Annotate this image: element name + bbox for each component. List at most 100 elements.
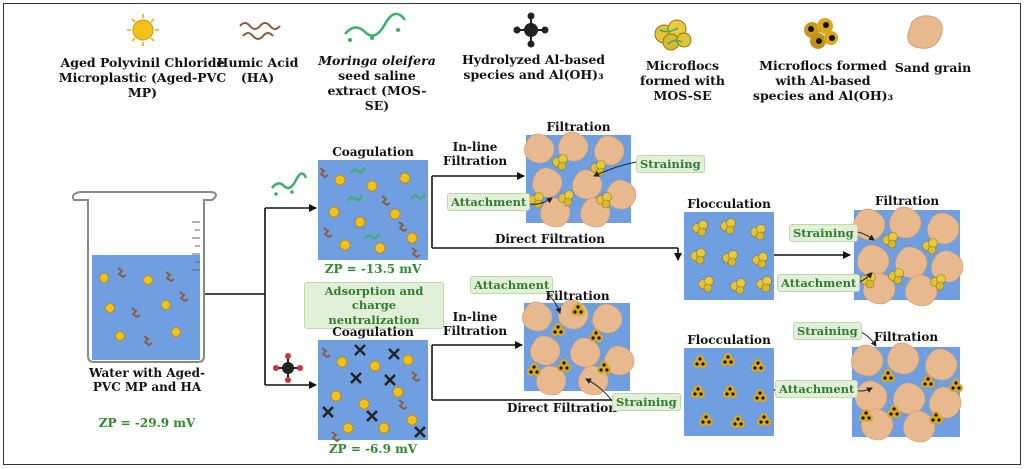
legend-sand-icon <box>907 15 943 49</box>
floc-core <box>931 418 935 422</box>
floc-top-title: Flocculation <box>687 197 771 211</box>
al-species <box>354 344 366 356</box>
pvc-particle <box>143 275 153 285</box>
humic-acid-strand <box>165 271 175 283</box>
sand-grain <box>524 133 555 164</box>
floc-al <box>929 411 943 424</box>
floc-core <box>701 362 705 366</box>
floc-core <box>553 330 557 334</box>
sand-grain <box>572 169 603 200</box>
bottom-direct-label: Direct Filtration <box>506 401 618 415</box>
pvc-particle <box>392 386 404 398</box>
pvc-particle <box>115 331 125 341</box>
floc-core <box>726 355 730 359</box>
straining-tag-2: Straining <box>789 224 858 243</box>
sand-grain <box>594 135 625 166</box>
pvc-particle <box>389 208 401 220</box>
sand-grain <box>887 342 920 375</box>
humic-acid-strand <box>411 247 421 259</box>
attachment-tag-1: Attachment <box>447 193 531 212</box>
floc-core <box>576 305 580 309</box>
floc-mos <box>552 154 568 171</box>
pvc-particle <box>171 327 181 337</box>
legend-floc-al-icon <box>804 18 838 49</box>
top-direct-label: Direct Filtration <box>494 232 606 246</box>
floc-core <box>594 331 598 335</box>
floc-al <box>921 375 935 388</box>
al-species <box>366 410 378 422</box>
sand-grain <box>570 337 601 368</box>
floc-core <box>923 382 927 386</box>
floc-core <box>731 392 735 396</box>
sand-grain <box>925 348 958 381</box>
floc-part <box>557 161 567 171</box>
mos-strand <box>350 166 366 174</box>
floc-mos <box>720 218 736 235</box>
floc-core <box>762 415 766 419</box>
floc-al <box>751 359 765 372</box>
floc-part <box>865 279 875 289</box>
pvc-particle <box>402 354 414 366</box>
legend-sand-label: Sand grain <box>894 60 972 75</box>
floc-mos <box>882 232 898 249</box>
floc-core <box>926 377 930 381</box>
floc-core <box>556 325 560 329</box>
floc-bottom-title: Flocculation <box>687 333 771 347</box>
floc-core <box>765 420 769 424</box>
attachment-tag-4: Attachment <box>775 380 859 399</box>
sand-grain <box>592 303 623 334</box>
floc-mos <box>722 250 738 267</box>
floc-core <box>934 413 938 417</box>
floc-core <box>529 370 533 374</box>
floc-mos <box>698 276 714 293</box>
floc-part <box>735 285 745 295</box>
straining-tag-3: Straining <box>612 393 681 412</box>
floc-core <box>725 392 729 396</box>
floc-core <box>701 420 705 424</box>
humic-acid-strand <box>381 195 391 207</box>
pvc-particle <box>399 172 411 184</box>
floc-mos <box>922 238 938 255</box>
mos-dose-icon <box>271 172 308 196</box>
floc-core <box>883 376 887 380</box>
pvc-particle <box>354 216 366 228</box>
sand-grain <box>851 344 884 377</box>
legend-mos-label: Moringa oleifera seed saline extract (MO… <box>318 53 436 113</box>
floc-al <box>691 385 705 398</box>
al-bond <box>366 410 378 422</box>
beaker-zp: ZP = -29.9 mV <box>98 416 196 430</box>
floc-core <box>699 392 703 396</box>
sand-grain <box>536 365 567 396</box>
legend-al-icon <box>513 12 549 48</box>
legend-mos-species: Moringa oleifera <box>318 53 436 68</box>
floc-core <box>602 363 606 367</box>
floc-core <box>565 366 569 370</box>
floc-core <box>756 361 760 365</box>
floc-core <box>937 418 941 422</box>
bottom-inline-label: In-line Filtration <box>442 310 508 339</box>
coag-top-title: Coagulation <box>332 145 414 159</box>
floc-core <box>886 371 890 375</box>
floc-part <box>727 257 737 267</box>
floc-al <box>527 363 541 376</box>
humic-acid-strand <box>331 431 341 443</box>
floc-core <box>559 330 563 334</box>
floc-part <box>703 283 713 293</box>
filt1-bottom-title: Filtration <box>545 289 610 303</box>
sand-grain <box>606 179 637 210</box>
legend-al-label: Hydrolyzed Al-based species and Al(OH)₃ <box>461 52 606 82</box>
floc-core <box>867 416 871 420</box>
pvc-particle <box>336 356 348 368</box>
floc-part <box>761 283 771 293</box>
floc-core <box>929 382 933 386</box>
floc-al <box>597 361 611 374</box>
pvc-particle <box>378 422 390 434</box>
floc-mos <box>692 220 708 237</box>
humic-acid-strand <box>179 291 189 303</box>
floc-core <box>755 396 759 400</box>
adsorption-tag: Adsorption and charge neutralization <box>304 282 444 330</box>
humic-acid-strand <box>398 221 408 233</box>
filt2-top-title: Filtration <box>874 194 940 208</box>
floc-al <box>753 389 767 402</box>
